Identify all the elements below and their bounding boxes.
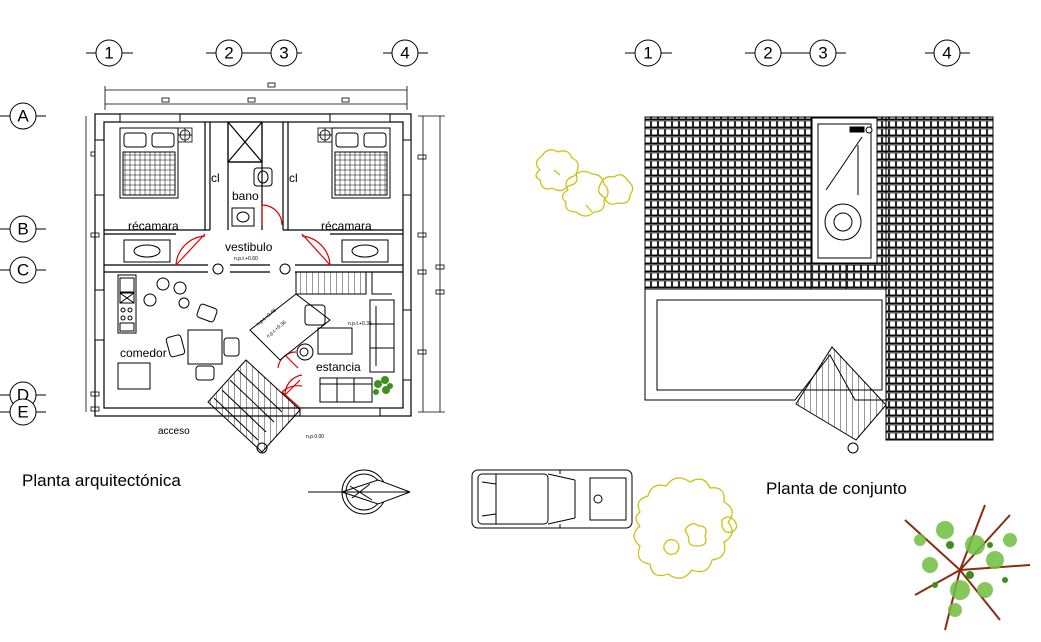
room-label: estancia [316, 360, 361, 374]
left-axis-col-4: 4 [391, 39, 419, 67]
plan-title-right: Planta de conjunto [766, 479, 907, 498]
axis-label: 4 [942, 44, 951, 63]
bathroom-fixtures [231, 167, 273, 227]
roof-stair [795, 346, 887, 454]
interior-stair [249, 271, 392, 361]
axis-label: 2 [763, 44, 772, 63]
dimension-lines [85, 82, 445, 413]
bed-right [331, 127, 391, 199]
level-note: n.p.t.+0.60 [234, 256, 258, 262]
room-label: comedor [120, 346, 167, 360]
level-note: n.p.t.+0.48 [255, 308, 277, 328]
car-icon [471, 469, 633, 529]
room-label: récamara [321, 219, 372, 233]
room-label: vestibulo [225, 240, 273, 254]
right-axis-col-2: 2 [754, 39, 782, 67]
right-axis-col-3: 3 [809, 39, 837, 67]
axis-label: B [17, 220, 28, 239]
axis-label: 1 [104, 44, 113, 63]
room-label: cl [289, 171, 298, 185]
axis-label: C [17, 261, 29, 280]
plant-icon [373, 376, 393, 395]
dresser [123, 239, 389, 263]
left-axis-col-3: 3 [270, 39, 298, 67]
level-note: n.p.t.+0.36 [265, 320, 287, 340]
tree-icon [633, 477, 738, 579]
axis-row-b: B [9, 215, 37, 243]
right-axis-col-1: 1 [634, 39, 662, 67]
doors [175, 204, 331, 409]
axis-label: 4 [400, 44, 409, 63]
sofa-comedor [117, 362, 151, 390]
room-label: cl [211, 171, 220, 185]
columns [212, 263, 291, 275]
living-furniture [296, 299, 395, 403]
axis-label: A [17, 107, 29, 126]
right-axis-col-4: 4 [933, 39, 961, 67]
bed-left [119, 127, 179, 199]
entrance-stair [207, 359, 301, 454]
axis-row-a: A [9, 102, 37, 130]
left-axis-col-1: 1 [95, 39, 123, 67]
axis-label: 1 [643, 44, 652, 63]
kitchen [117, 274, 190, 334]
dining-table [165, 303, 240, 381]
axis-label: E [17, 403, 28, 422]
tree-icon [904, 504, 1031, 631]
axis-label: 3 [279, 44, 288, 63]
windows [94, 113, 412, 417]
axis-row-e: E [9, 398, 37, 426]
lamp-icon [177, 127, 333, 143]
level-note: n.p.0.00 [306, 434, 324, 440]
left-axis-col-2: 2 [215, 39, 243, 67]
roof-plan [644, 116, 994, 441]
axis-label: 2 [224, 44, 233, 63]
axis-row-c: C [9, 256, 37, 284]
tree-icon [535, 149, 634, 217]
room-label: bano [232, 189, 259, 203]
room-label: acceso [158, 426, 190, 437]
level-note: n.p.t.+0.36 [348, 321, 372, 327]
plan-title-left: Planta arquitectónica [22, 471, 181, 490]
axis-label: 3 [818, 44, 827, 63]
north-arrow-icon [308, 469, 411, 515]
room-label: récamara [128, 219, 179, 233]
